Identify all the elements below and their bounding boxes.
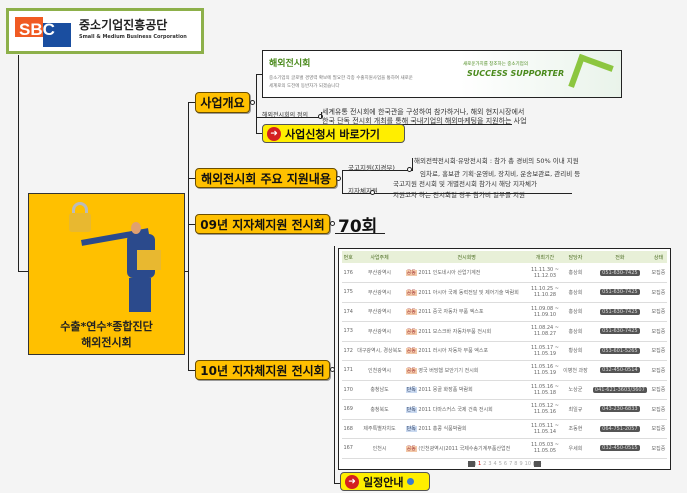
- phone: 051-630-7425: [600, 289, 640, 296]
- phone: 051-630-7425: [600, 308, 640, 315]
- page-link[interactable]: 3: [488, 460, 492, 467]
- businessman-lock-illustration: [59, 202, 174, 312]
- branch-overview[interactable]: 사업개요: [195, 92, 250, 113]
- phone: 064-751-2057: [600, 425, 640, 432]
- arrow-graph-illustration: [568, 53, 614, 99]
- root-node[interactable]: 수출*연수*종합진단 해외전시회: [28, 193, 185, 355]
- phone: 051-630-7425: [600, 328, 640, 335]
- sbc-logo: SBC: [15, 17, 71, 47]
- page-link[interactable]: 2: [483, 460, 487, 467]
- phone: 032-450-0514: [600, 367, 640, 374]
- logo-name-ko: 중소기업진흥공단: [79, 18, 168, 32]
- branch-support[interactable]: 해외전시회 주요 지원내용: [195, 168, 337, 188]
- page-link[interactable]: 1: [477, 460, 482, 467]
- local-support-label: 지자체지원: [348, 187, 378, 195]
- page-link[interactable]: 7: [509, 460, 513, 467]
- schedule-button[interactable]: ➜일정안내: [340, 472, 430, 491]
- apply-form-button[interactable]: ➜사업신청서 바로가기: [262, 124, 405, 143]
- logo-box: SBC 중소기업진흥공단 Small & Medium Business Cor…: [6, 8, 204, 54]
- national-support-label: 국고지원(지경부): [348, 164, 395, 172]
- branch-2010[interactable]: 10년 지자체지원 전시회: [195, 360, 330, 380]
- page-link[interactable]: 8: [514, 460, 518, 467]
- phone: 041-621-3603/3607: [592, 386, 647, 393]
- overview-banner: 해외전시회 중소기업의 글로벌 경영력 확보에 필요한 각종 수출지원사업을 통…: [262, 50, 622, 99]
- branch-2009[interactable]: 09년 지자체지원 전시회: [195, 214, 330, 234]
- phone: 053-601-5265: [600, 347, 640, 354]
- phone: 051-630-7425: [600, 269, 640, 276]
- page-link[interactable]: 5: [498, 460, 502, 467]
- lock-icon: [69, 202, 91, 232]
- arrow-right-icon: ➜: [267, 126, 281, 141]
- logo-name-en: Small & Medium Business Corporation: [79, 34, 187, 40]
- page-link[interactable]: 6: [503, 460, 508, 467]
- page-link[interactable]: 10: [524, 460, 532, 467]
- definition-label: 해외전시회의 정의: [262, 112, 309, 119]
- phone: 043-230-6833: [600, 406, 640, 413]
- page-link[interactable]: 4: [493, 460, 497, 467]
- globe-icon: [407, 478, 415, 485]
- count-2009: 70회: [338, 217, 378, 237]
- phone: 032-450-0515: [600, 445, 640, 452]
- arrow-right-icon: ➜: [345, 474, 359, 489]
- page-link[interactable]: 9: [519, 460, 523, 467]
